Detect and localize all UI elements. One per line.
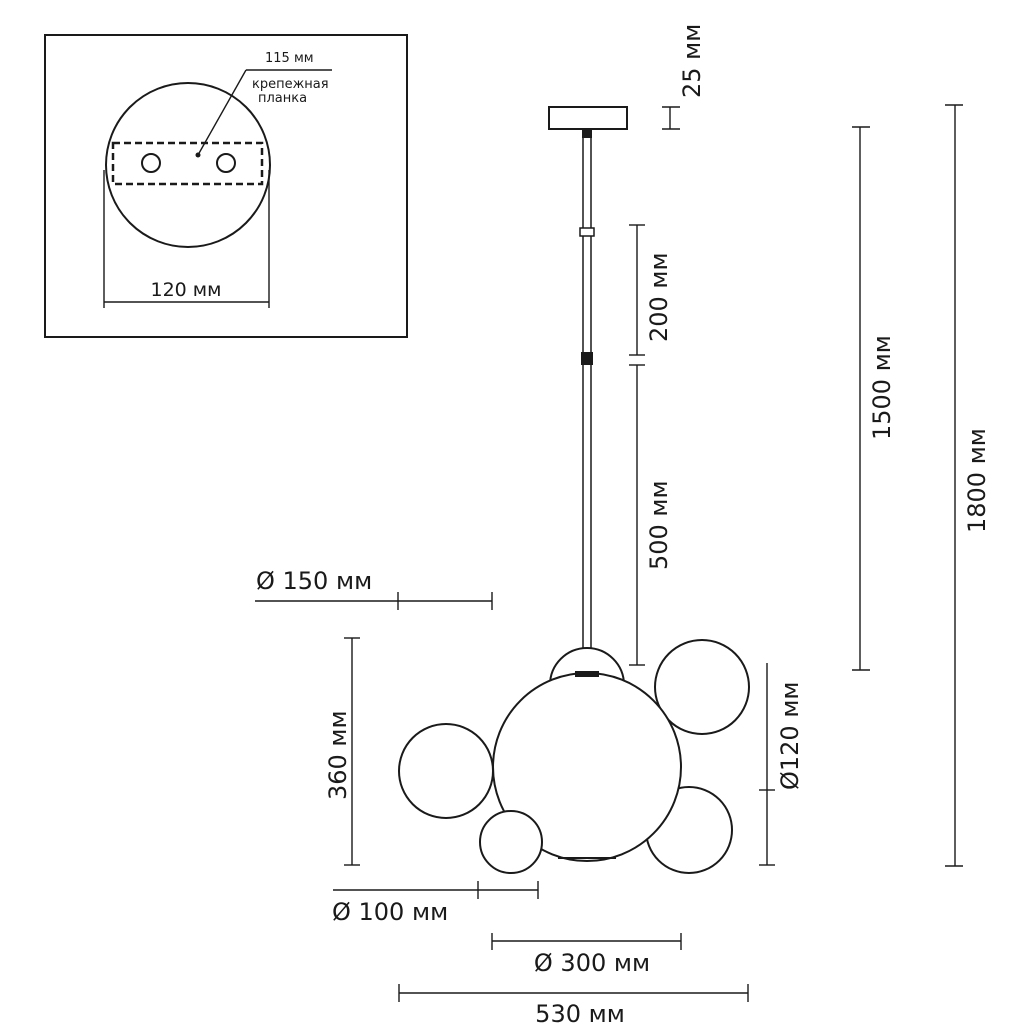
sphere-mount-cap: [575, 671, 599, 677]
suspension-length-label: 1500 мм: [868, 335, 896, 440]
dimension-small-sphere: Ø 100 мм: [332, 881, 539, 926]
lamp-side-view: [398, 106, 750, 874]
upper-right-sphere: [654, 639, 750, 735]
canopy-height-label: 25 мм: [678, 24, 706, 98]
plate-leader-line: [197, 69, 247, 156]
center-sphere-diameter-label: Ø 300 мм: [534, 949, 650, 977]
right-sphere-diameter-label: Ø120 мм: [776, 681, 804, 790]
dimension-upper-rod: 200 мм: [629, 224, 673, 356]
canopy-circle: [105, 82, 271, 248]
lower-rod-label: 500 мм: [645, 480, 673, 570]
dimension-suspension-length: 1500 мм: [852, 126, 896, 671]
mounting-hole-right: [216, 153, 236, 173]
plate-width-label: 115 мм: [265, 51, 314, 66]
mounting-plate-outline: [111, 141, 264, 186]
small-sphere: [479, 810, 543, 874]
rod-joint-upper: [579, 227, 595, 237]
canopy-connector: [582, 129, 592, 138]
rod-joint-lower: [581, 352, 593, 365]
dimension-center-sphere: Ø 300 мм: [491, 933, 682, 977]
total-width-label: 530 мм: [535, 1000, 625, 1028]
canopy-top-view-inset: 115 мм крепежная планка 120 мм: [44, 34, 408, 338]
total-height-label: 1800 мм: [963, 428, 991, 533]
small-sphere-diameter-label: Ø 100 мм: [332, 898, 448, 926]
dimension-lower-rod: 500 мм: [629, 364, 673, 666]
top-sphere-diameter-label: Ø 150 мм: [256, 567, 372, 595]
dimension-canopy-height: 25 мм: [662, 24, 706, 130]
body-height-label: 360 мм: [324, 710, 352, 800]
mounting-hole-left: [141, 153, 161, 173]
dimension-right-sphere: Ø120 мм: [759, 663, 804, 866]
plate-name-line2: планка: [258, 91, 307, 106]
ceiling-canopy: [548, 106, 628, 130]
dimension-body-height: 360 мм: [324, 637, 360, 866]
left-sphere: [398, 723, 494, 819]
plate-name-line1: крепежная: [252, 77, 329, 92]
canopy-diameter-label: 120 мм: [151, 279, 222, 301]
dimension-total-width: 530 мм: [398, 984, 749, 1028]
dimension-total-height: 1800 мм: [945, 104, 991, 867]
dimension-top-sphere: Ø 150 мм: [255, 567, 493, 610]
upper-rod-label: 200 мм: [645, 252, 673, 342]
